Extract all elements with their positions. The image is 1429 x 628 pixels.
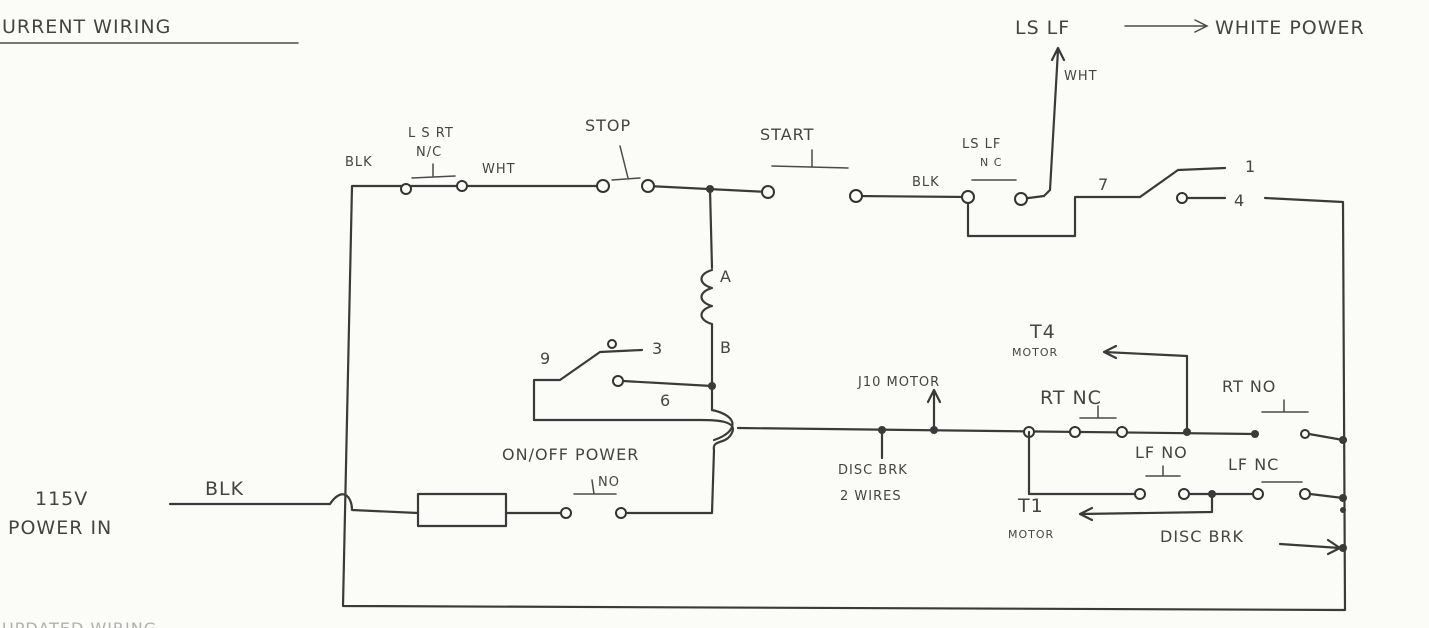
lf-nc-right-wire xyxy=(1308,492,1345,500)
lf-no-terminal-right xyxy=(1178,488,1190,500)
coil-a-label: A xyxy=(720,267,732,286)
lslf-terminal-left xyxy=(961,190,975,204)
rt-nc-to-lf-drop xyxy=(1027,430,1142,496)
right-rail-node-2 xyxy=(1339,494,1347,502)
terminal-6 xyxy=(612,375,624,387)
ls-lf-nc-label: N C xyxy=(980,156,1002,169)
j10-motor-label: J10 MOTOR xyxy=(857,375,940,390)
white-power-label: WHITE POWER xyxy=(1215,17,1365,39)
lf-no-label: LF NO xyxy=(1135,443,1188,462)
ls-lf-top-label: LS LF xyxy=(1015,17,1070,39)
relay-coil xyxy=(700,268,714,334)
terminal-4 xyxy=(1176,192,1188,204)
terminal-3-label: 3 xyxy=(652,339,663,358)
on-off-no-label: NO xyxy=(598,475,620,490)
rt-no-right-wire xyxy=(1307,432,1345,442)
t4-motor-wire xyxy=(1102,344,1189,434)
t4-motor-label: MOTOR xyxy=(1012,346,1058,359)
lslf-loop-wire xyxy=(966,195,1142,238)
ls-rt-terminal-left xyxy=(400,183,412,195)
blk-left-label: BLK xyxy=(345,155,373,170)
rt-no-contact-bar xyxy=(1261,399,1309,413)
blk-in-label: BLK xyxy=(205,478,244,500)
blk-mid-label: BLK xyxy=(912,175,940,190)
wire-6-to-coil xyxy=(621,379,714,388)
power-in-wire xyxy=(168,493,420,515)
rt-nc-terminal-3 xyxy=(1116,426,1128,438)
start-terminal-right xyxy=(849,189,863,203)
ls-rt-label: L S RT xyxy=(408,126,454,141)
stop-terminal-right xyxy=(641,179,655,193)
fuse-box xyxy=(416,492,508,528)
on-off-power-label: ON/OFF POWER xyxy=(502,445,639,464)
rt-no-terminal-left xyxy=(1251,430,1259,438)
lf-no-contact-bar xyxy=(1145,465,1181,477)
bus-hop-crossover xyxy=(710,408,734,442)
t1-label: T1 xyxy=(1017,495,1044,517)
lf-nc-terminal-right xyxy=(1299,488,1311,500)
coil-b-label: B xyxy=(720,338,732,357)
lf-nc-label: LF NC xyxy=(1228,455,1279,474)
disc-brk-2-label: DISC BRK xyxy=(1160,527,1244,546)
node-6-junction xyxy=(708,382,716,390)
relay-contact-714 xyxy=(1138,166,1227,199)
t1-motor-wire xyxy=(1078,492,1214,522)
terminal-7-label: 7 xyxy=(1098,175,1109,194)
node-top-junction xyxy=(706,185,714,193)
terminal-6-label: 6 xyxy=(660,391,671,410)
middle-bus-wire xyxy=(532,418,1257,515)
power-in-label: POWER IN xyxy=(8,517,112,539)
t1-motor-label: MOTOR xyxy=(1008,528,1054,541)
rt-no-label: RT NO xyxy=(1222,377,1276,396)
on-off-plunger xyxy=(573,479,617,495)
rt-nc-contact-bar xyxy=(1079,405,1117,419)
wht-mid-label: WHT xyxy=(482,162,516,177)
ls-lf-label: LS LF xyxy=(962,137,1001,152)
wht-top-label: WHT xyxy=(1064,69,1098,84)
disc-brk-2-arrow xyxy=(1278,538,1342,556)
j10-arrow xyxy=(926,388,942,432)
rt-nc-terminal-2 xyxy=(1069,426,1081,438)
ls-rt-nc-label: N/C xyxy=(416,145,442,160)
rt-no-terminal-right xyxy=(1300,429,1310,439)
left-vertical-wire xyxy=(341,184,1347,612)
wht-up-arrow xyxy=(1042,46,1066,198)
terminal-1-label: 1 xyxy=(1245,157,1256,176)
right-rail-node-4 xyxy=(1340,507,1346,513)
relay-contact-936 xyxy=(532,348,644,422)
t4-label: T4 xyxy=(1029,321,1056,343)
lf-no-terminal-left xyxy=(1134,488,1146,500)
on-off-terminal-right xyxy=(615,507,627,519)
stop-plunger xyxy=(611,145,641,181)
start-plunger xyxy=(771,149,849,169)
two-wires-label: 2 WIRES xyxy=(840,489,902,504)
start-label: START xyxy=(760,125,814,144)
terminal-4-label: 4 xyxy=(1234,191,1245,210)
ls-rt-terminal-right xyxy=(456,180,468,192)
terminal-3 xyxy=(607,339,617,349)
white-power-arrow xyxy=(1124,19,1209,33)
terminal-9-label: 9 xyxy=(540,349,551,368)
top-wire-start-to-lslf xyxy=(854,194,970,199)
start-terminal-left xyxy=(761,185,775,199)
v115-label: 115V xyxy=(35,488,88,510)
bottom-title-partial: UPDATED WIRING xyxy=(2,619,157,628)
diagram-title: URRENT WIRING xyxy=(2,16,171,38)
rt-nc-label: RT NC xyxy=(1040,387,1102,409)
right-rail-node-1 xyxy=(1339,436,1347,444)
disc-brk-label: DISC BRK xyxy=(838,463,908,478)
lslf-terminal-right xyxy=(1014,192,1028,206)
coil-vertical-wire xyxy=(708,187,714,412)
right-rail-node-3 xyxy=(1339,544,1347,552)
stop-label: STOP xyxy=(585,116,631,135)
node-t4 xyxy=(1183,428,1191,436)
lf-nc-terminal-left xyxy=(1252,488,1264,500)
on-off-terminal-left xyxy=(560,507,572,519)
ls-rt-contact-bar xyxy=(411,163,456,179)
stop-terminal-left xyxy=(596,179,610,193)
